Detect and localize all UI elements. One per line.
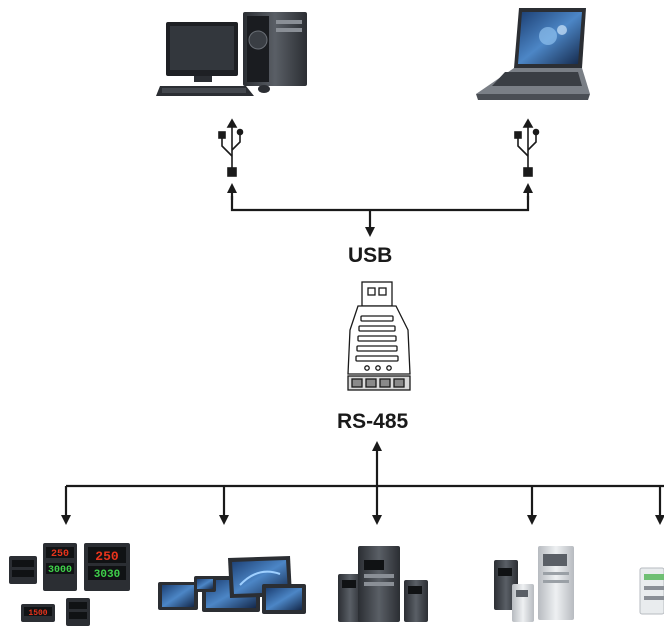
rs485-label: RS-485 (337, 410, 409, 433)
controller-readout: 250 (51, 549, 69, 560)
servo-drive-icon (338, 546, 428, 622)
frequency-inverter-icon (494, 546, 574, 622)
usb-symbol-icon (218, 118, 244, 177)
laptop-icon (476, 8, 590, 100)
controller-readout: 250 (95, 549, 119, 564)
usb-symbol-icon (514, 118, 540, 177)
desktop-computer-icon (156, 12, 307, 96)
controller-readout: 1500 (28, 609, 47, 618)
usb-to-rs485-converter-icon (347, 281, 411, 391)
usb-bus-lines (227, 183, 533, 237)
rs485-bus-lines (61, 441, 664, 525)
usb-label: USB (348, 244, 393, 267)
controller-readout: 3000 (48, 565, 72, 576)
io-module-icon (639, 567, 664, 615)
touch-panel-hmi-icon (158, 556, 306, 614)
temperature-controller-icon: 250 3000 250 3030 1500 (9, 543, 130, 626)
controller-readout: 3030 (94, 569, 120, 581)
